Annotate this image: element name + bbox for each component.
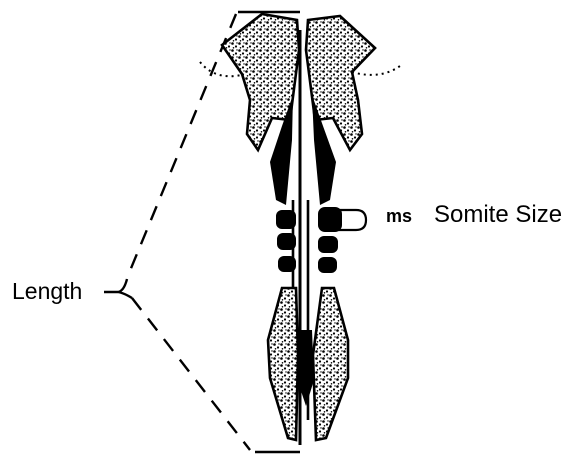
somite-right-2	[318, 236, 338, 253]
somite-left-1	[276, 210, 296, 229]
somite-right-3	[318, 257, 337, 273]
somite-size-label: Somite Size	[434, 201, 562, 229]
somite-size-pointer	[338, 210, 366, 230]
somite-left-3	[278, 256, 296, 272]
length-label: Length	[12, 278, 82, 305]
somite-left-2	[277, 233, 296, 250]
posterior-mesoderm-right	[313, 288, 348, 440]
posterior-mesoderm-left	[268, 288, 298, 440]
bracket-upper-dashed-line	[127, 14, 236, 278]
ms-label: ms	[386, 206, 412, 227]
bracket-lower-dashed-line	[132, 298, 250, 450]
